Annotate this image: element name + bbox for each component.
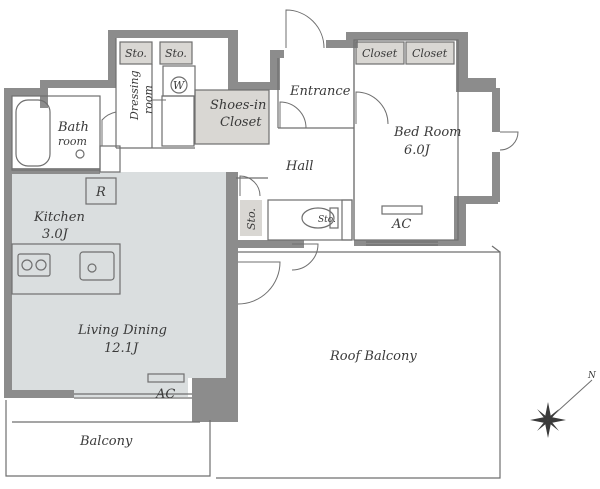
living-ac-label: AC [155, 387, 175, 402]
closet-label-2: Closet [412, 47, 448, 60]
shoes-closet-label: Closet [220, 115, 262, 130]
washer-label: W [173, 79, 186, 92]
bath-room-label: room [58, 135, 87, 148]
kitchen-size: 3.0J [42, 227, 69, 242]
bedroom-ac-label: AC [391, 217, 411, 232]
doors [101, 9, 519, 305]
bedroom-door [355, 91, 389, 125]
closet-label-1: Closet [362, 47, 398, 60]
dressing-label: Dressing [128, 70, 141, 121]
living-door [237, 261, 281, 305]
shoes-closet-floor [195, 90, 269, 144]
bedroom-side-door [499, 131, 519, 151]
closet-floor-2 [406, 42, 454, 64]
shoes-in-label: Shoes-in [210, 98, 266, 113]
refrigerator-label: R [95, 185, 106, 200]
roof-balcony-label: Roof Balcony [329, 349, 417, 364]
compass: N [530, 371, 597, 438]
ldk-floor [12, 172, 236, 402]
partitions [5, 38, 501, 479]
entrance-door [285, 9, 325, 49]
closet-floor-1 [356, 42, 404, 64]
living-dining-label: Living Dining [77, 323, 167, 338]
living-dining-size: 12.1J [104, 341, 139, 356]
hall-door [279, 101, 307, 129]
hall-storage-label: Sto. [245, 208, 258, 230]
dressing-room-label: room [142, 85, 155, 114]
toilet-storage-label: Sto. [318, 215, 336, 225]
hall-label: Hall [285, 159, 313, 174]
kitchen-label: Kitchen [33, 210, 85, 225]
floor-fills [12, 42, 454, 402]
storage-floor-2 [160, 42, 192, 64]
hall-storage-floor [240, 200, 262, 236]
storage-floor-1 [120, 42, 152, 64]
compass-north-label: N [587, 371, 597, 381]
storage-door [239, 175, 261, 197]
room-labels: Bath room Dressing room Sto. Sto. W Shoe… [33, 47, 461, 449]
compass-rose-icon [530, 402, 566, 438]
entrance-label: Entrance [289, 84, 351, 99]
balcony-label: Balcony [79, 434, 133, 449]
bed-room-size: 6.0J [404, 143, 431, 158]
toilet-door [291, 243, 319, 271]
storage-label-2: Sto. [165, 47, 187, 60]
bath-door [101, 111, 117, 146]
walls [4, 30, 500, 422]
bed-room-label: Bed Room [393, 125, 461, 140]
bath-label: Bath [57, 120, 89, 135]
storage-label-1: Sto. [125, 47, 147, 60]
